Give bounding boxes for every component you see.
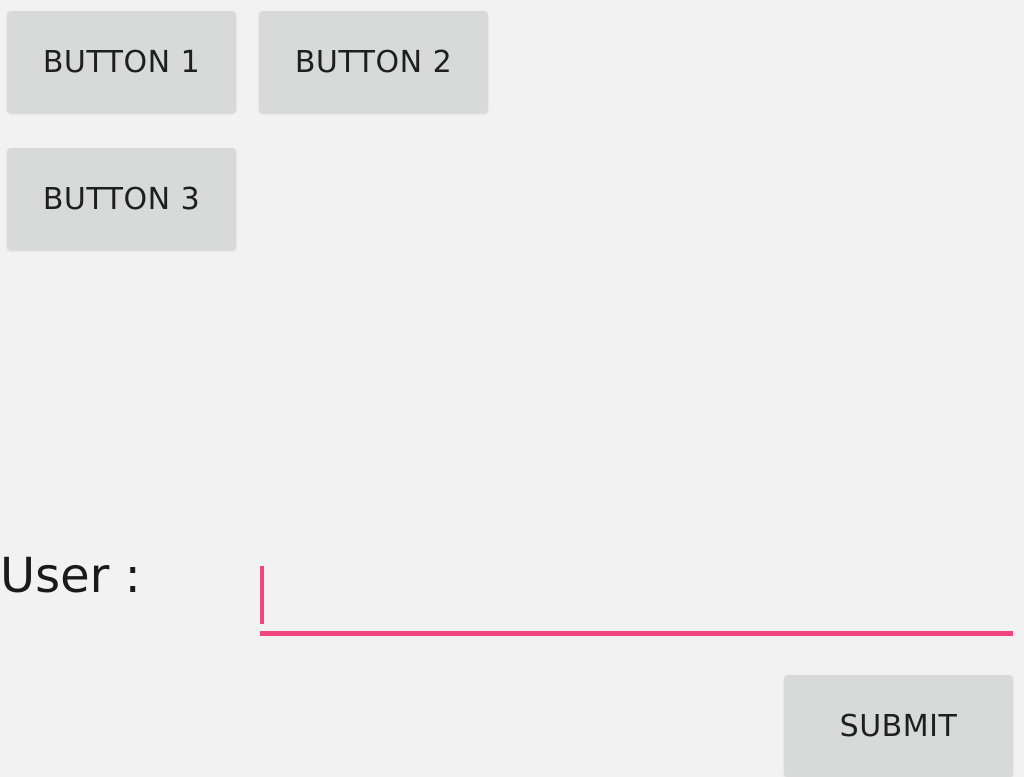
- button-2[interactable]: BUTTON 2: [259, 11, 488, 113]
- submit-button[interactable]: SUBMIT: [784, 675, 1013, 777]
- button-3[interactable]: BUTTON 3: [7, 148, 236, 250]
- button-1[interactable]: BUTTON 1: [7, 11, 236, 113]
- user-input[interactable]: [260, 560, 1013, 630]
- user-field[interactable]: [260, 560, 1013, 636]
- user-field-underline: [260, 631, 1013, 636]
- user-label: User :: [0, 548, 141, 604]
- text-caret: [260, 566, 264, 624]
